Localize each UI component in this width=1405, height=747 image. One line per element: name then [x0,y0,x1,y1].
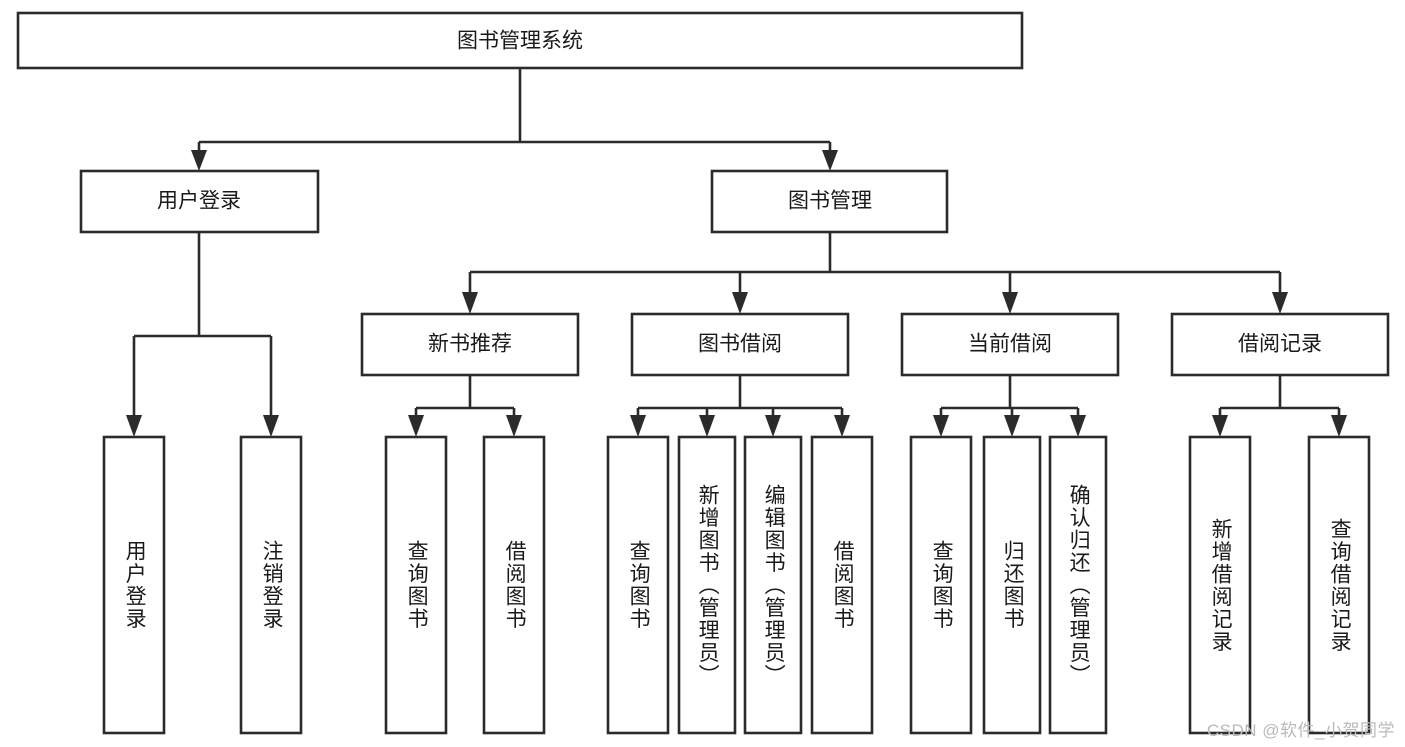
node-root[interactable]: 图书管理系统 [16,11,1024,70]
leaf-box-return-book[interactable] [982,435,1042,735]
node-current-borrow[interactable]: 当前借阅 [900,312,1120,377]
connector-root-to-level2 [191,68,838,171]
leaf-box-query-book-newbook[interactable] [384,435,448,735]
leaf-box-query-borrow-record[interactable] [1307,435,1371,735]
leaf-box-borrow-book-newbook[interactable] [482,435,546,735]
node-book-borrow-label: 图书借阅 [698,333,782,356]
connector-newbook-to-leaves [408,375,522,437]
leaf-box-add-book-admin[interactable] [677,435,737,735]
leaf-box-query-book-current[interactable] [909,435,973,735]
node-current-borrow-label: 当前借阅 [968,333,1052,356]
leaf-box-borrow-book[interactable] [810,435,874,735]
node-user-login-label: 用户登录 [157,190,241,213]
leaf-box-confirm-return-admin[interactable] [1048,435,1108,735]
connector-bookmgmt-to-level3 [462,232,1288,314]
node-borrow-record-label: 借阅记录 [1238,333,1322,356]
node-root-label: 图书管理系统 [457,30,583,53]
leaf-boxes [102,435,1371,735]
connector-borrowrecord-to-leaves [1212,375,1347,437]
watermark: CSDN @软件_小贺同学 [1206,721,1395,740]
connector-userlogin-to-leaves [126,232,279,437]
node-new-book-recommend[interactable]: 新书推荐 [360,312,580,377]
leaf-box-query-book-borrow[interactable] [606,435,670,735]
leaf-box-user-login[interactable] [102,435,166,735]
node-new-book-recommend-label: 新书推荐 [428,333,512,356]
node-book-management[interactable]: 图书管理 [710,169,949,234]
node-book-management-label: 图书管理 [788,190,872,213]
connector-borrowbook-to-leaves [630,375,850,437]
node-book-borrow[interactable]: 图书借阅 [630,312,850,377]
leaf-box-add-borrow-record[interactable] [1188,435,1252,735]
connector-currentborrow-to-leaves [933,375,1086,437]
leaf-box-logout[interactable] [239,435,303,735]
leaf-box-edit-book-admin[interactable] [743,435,803,735]
node-user-login[interactable]: 用户登录 [79,169,320,234]
node-borrow-record[interactable]: 借阅记录 [1170,312,1390,377]
